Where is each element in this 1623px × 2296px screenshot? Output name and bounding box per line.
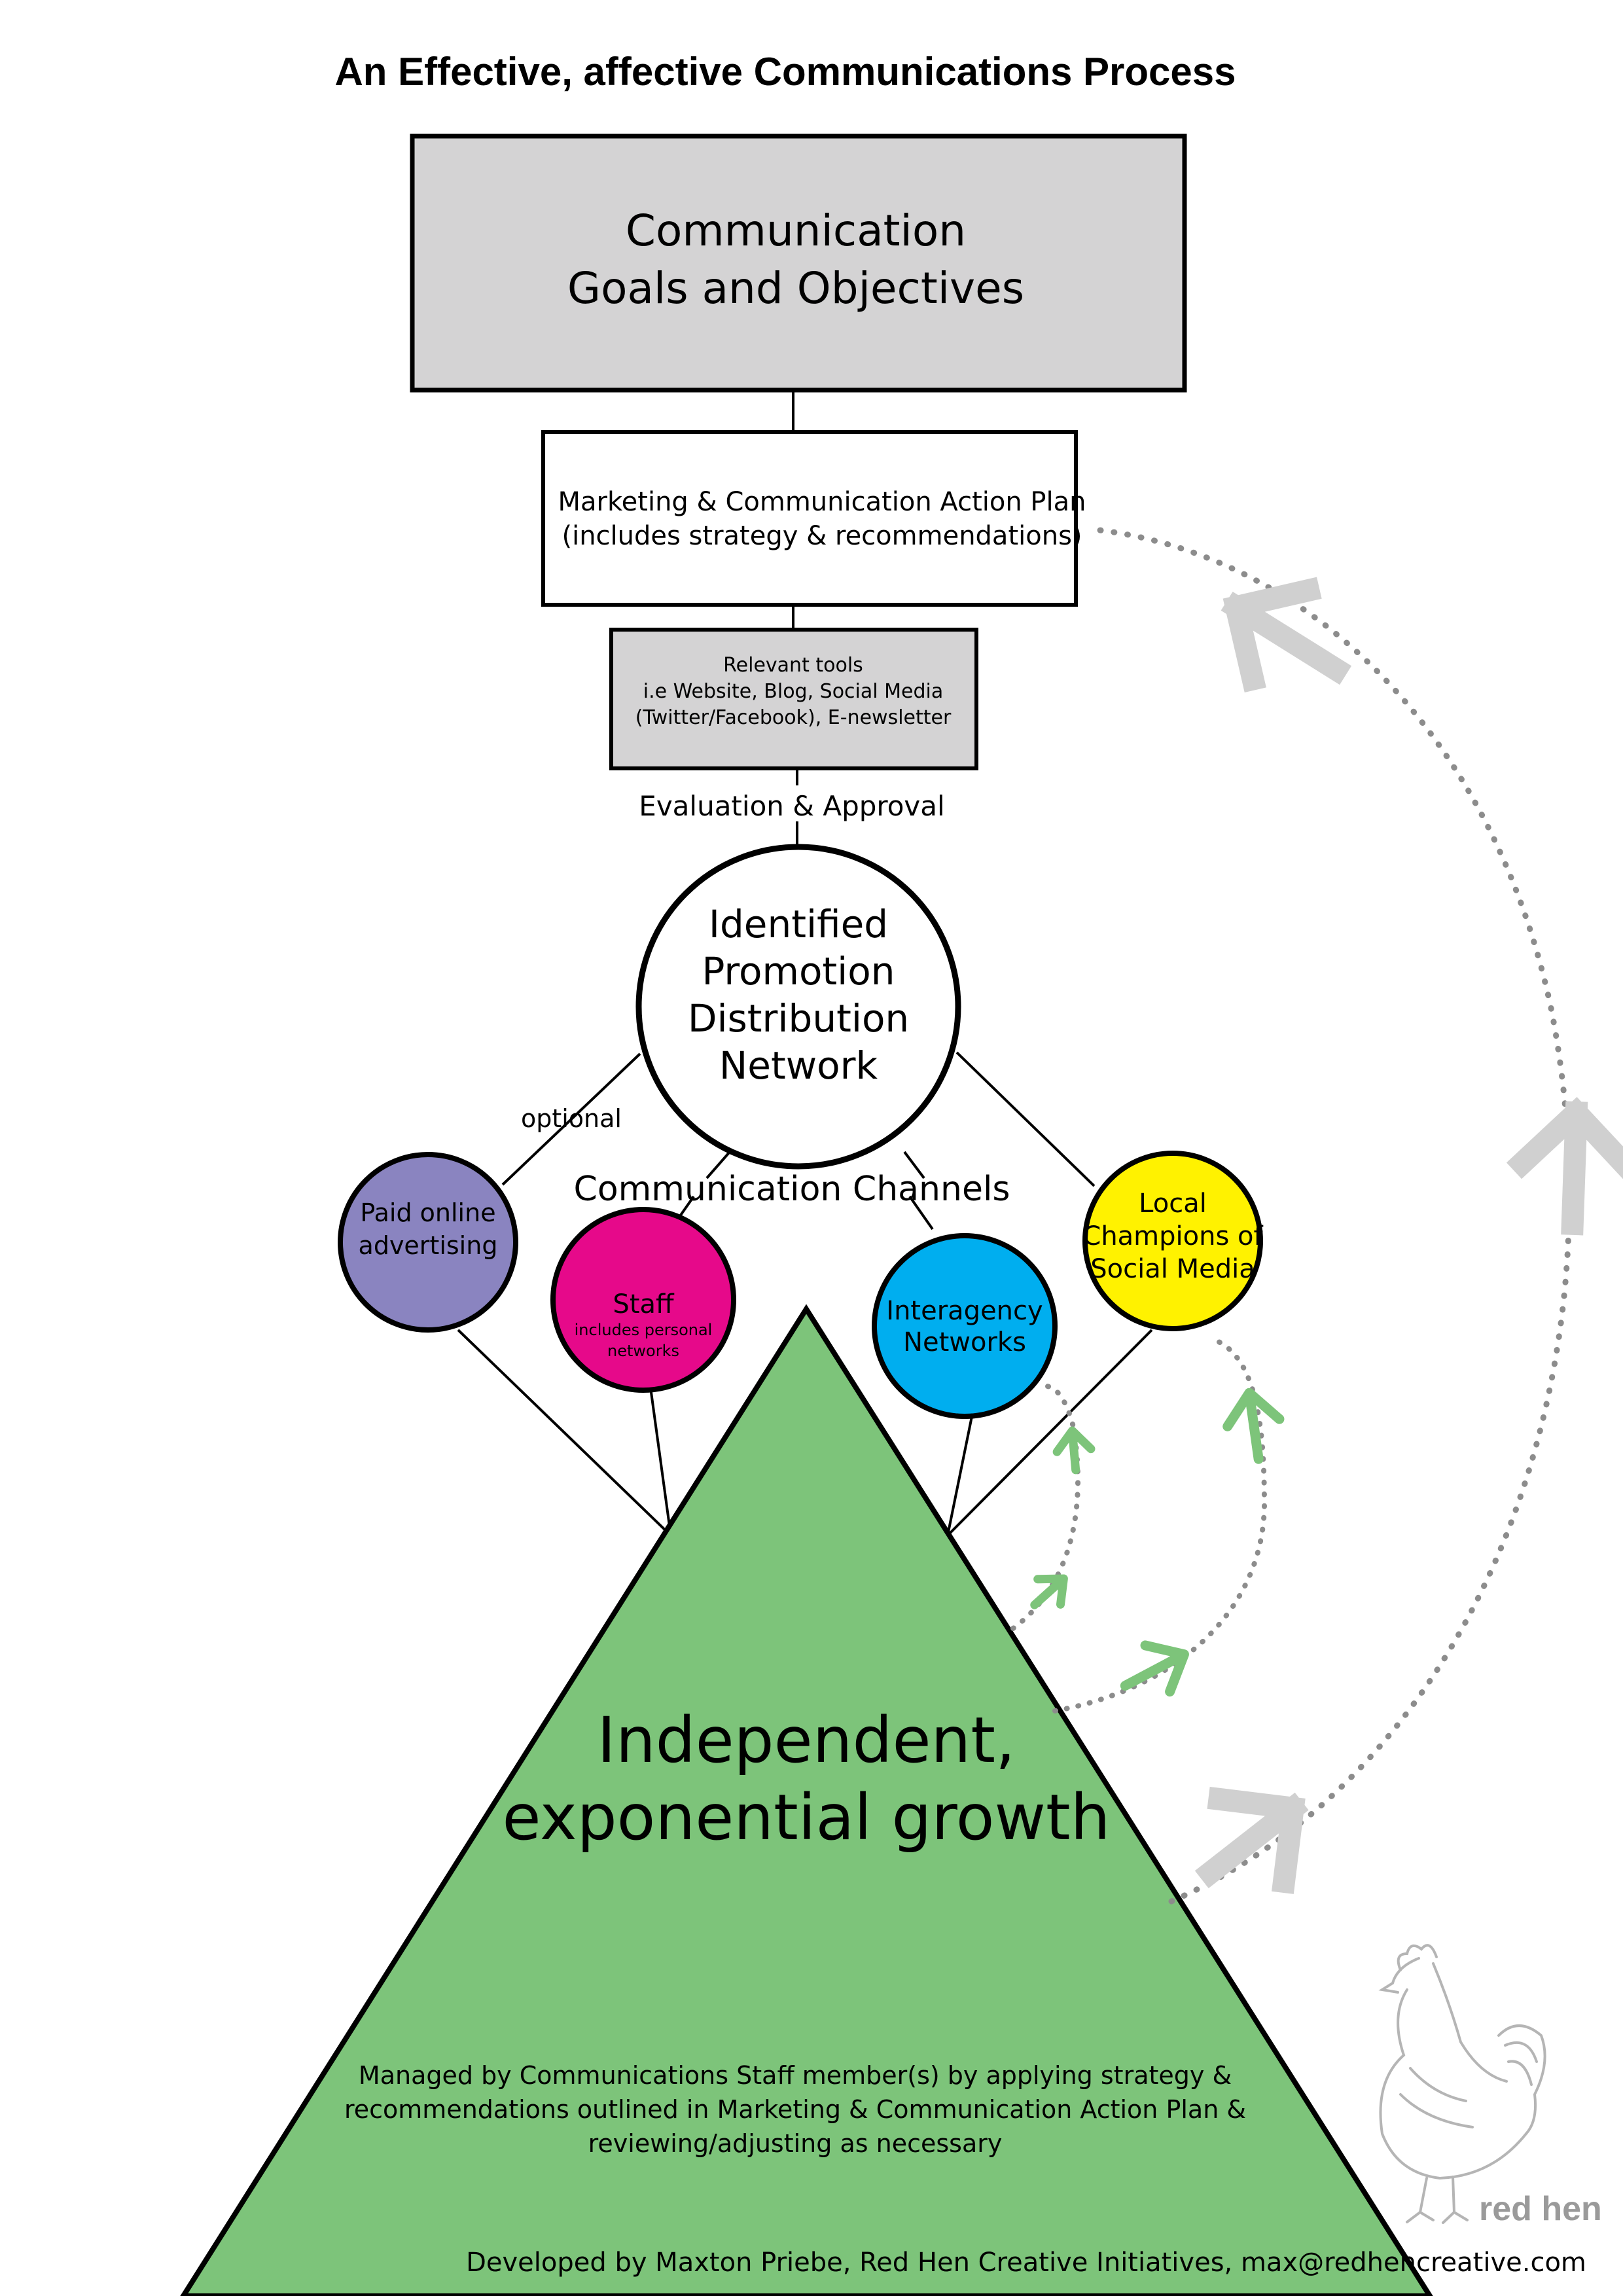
action-plan-line-2: (includes strategy & recommendations) (562, 521, 1082, 551)
action-plan-line-1: Marketing & Communication Action Plan (558, 487, 1086, 517)
champions-line-2: Champions of (1082, 1221, 1263, 1251)
network-circle-line-2: Promotion (702, 949, 895, 994)
growth-triangle (180, 1304, 1433, 2296)
goals-box-line-2: Goals and Objectives (567, 263, 1024, 314)
growth-line-1: Independent, (597, 1704, 1016, 1777)
green-arrow-icon (1222, 1388, 1285, 1464)
diagram-title: An Effective, affective Communications P… (334, 50, 1236, 94)
champions-line-1: Local (1139, 1189, 1207, 1219)
green-arrow-icon (1120, 1640, 1189, 1697)
paid-advertising-line-2: advertising (359, 1231, 498, 1260)
goals-box-line-1: Communication (626, 206, 966, 256)
evaluation-label: Evaluation & Approval (639, 790, 944, 822)
champions-dotted-path (1052, 1339, 1268, 1713)
optional-label: optional (521, 1104, 622, 1133)
staff-line-2: includes personal (575, 1321, 713, 1339)
green-arrow-icon (1030, 1574, 1068, 1609)
staff-line-1: Staff (613, 1289, 675, 1319)
network-circle-line-1: Identified (709, 902, 888, 946)
network-circle-line-3: Distribution (688, 996, 909, 1041)
network-circle (635, 844, 961, 1170)
managed-note-line-1: Managed by Communications Staff member(s… (359, 2061, 1232, 2090)
tools-box-line-3: (Twitter/Facebook), E-newsletter (635, 706, 952, 729)
channels-label: Communication Channels (574, 1170, 1010, 1209)
paid-advertising-circle (338, 1152, 518, 1333)
feedback-loop-dotted-path (1096, 527, 1573, 1905)
network-circle-line-4: Network (719, 1043, 878, 1088)
tools-box-line-1: Relevant tools (723, 654, 863, 677)
gray-arrow-icon (1221, 577, 1352, 693)
interagency-circle (872, 1233, 1058, 1419)
champions-line-3: Social Media (1090, 1254, 1255, 1284)
managed-note-line-3: reviewing/adjusting as necessary (588, 2129, 1003, 2158)
managed-note-line-2: recommendations outlined in Marketing & … (344, 2095, 1246, 2124)
footer-credit: Developed by Maxton Priebe, Red Hen Crea… (466, 2248, 1586, 2278)
growth-line-2: exponential growth (503, 1781, 1111, 1854)
paid-advertising-line-1: Paid online (360, 1198, 495, 1227)
staff-circle (550, 1207, 736, 1393)
champions-circle (1082, 1151, 1263, 1331)
action-plan-box (541, 430, 1078, 607)
rooster-logo-icon (1378, 1944, 1546, 2224)
interagency-line-2: Networks (903, 1327, 1026, 1357)
interagency-line-1: Interagency (886, 1296, 1043, 1326)
green-arrow-icon (1052, 1426, 1096, 1475)
goals-box (410, 134, 1187, 393)
logo-text: red hen (1479, 2190, 1602, 2228)
tools-box (609, 628, 978, 770)
gray-arrow-icon (1506, 1096, 1623, 1236)
tools-box-line-2: i.e Website, Blog, Social Media (643, 680, 944, 703)
connector-lines (457, 391, 1153, 1537)
staff-line-3: networks (607, 1342, 679, 1360)
gray-arrow-icon (1194, 1786, 1309, 1894)
